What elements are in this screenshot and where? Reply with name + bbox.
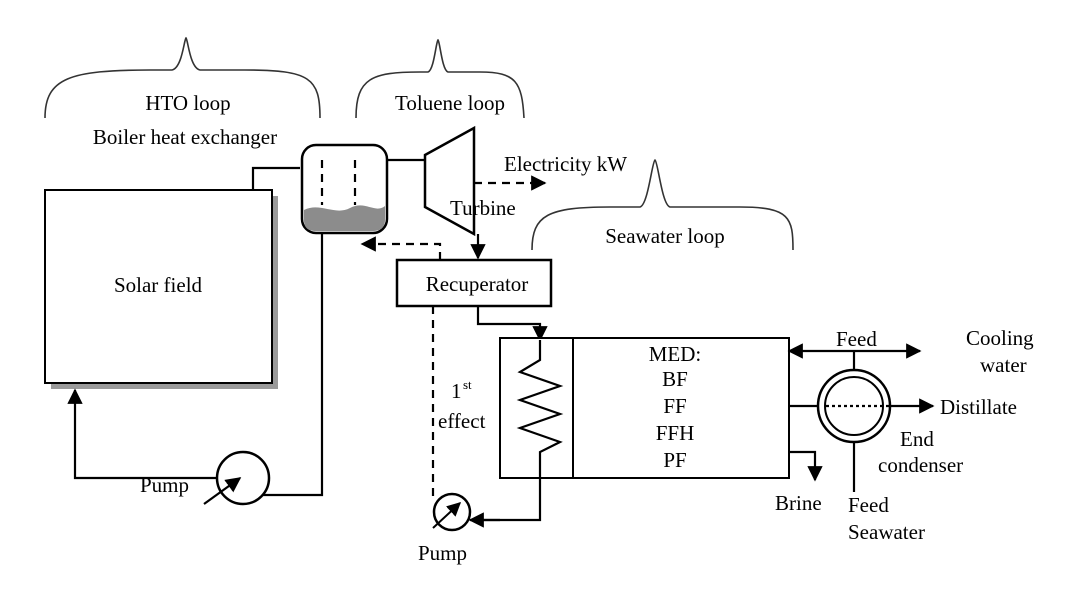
hto-loop-label: HTO loop xyxy=(145,91,230,115)
toluene-loop-label: Toluene loop xyxy=(395,91,505,115)
left-pump-label: Pump xyxy=(140,473,189,497)
first-effect-box xyxy=(499,337,574,479)
boiler-hx-liquid xyxy=(304,205,385,231)
electricity-label: Electricity kW xyxy=(504,152,627,176)
first-effect-word: effect xyxy=(438,409,486,433)
cooling-label-1: Cooling xyxy=(966,326,1034,350)
feed-top-label: Feed xyxy=(836,327,877,351)
distillate-label: Distillate xyxy=(940,395,1017,419)
feed-seawater-label-2: Seawater xyxy=(848,520,925,544)
recuperator-to-boiler-dashed xyxy=(360,236,442,260)
first-effect-number: 1 xyxy=(451,379,462,403)
solar-field-box xyxy=(44,189,273,384)
heating-coil-icon xyxy=(472,340,564,522)
bottom-pump-icon xyxy=(432,492,472,532)
feed-seawater-label-1: Feed xyxy=(848,493,889,517)
toluene-loop-brace xyxy=(355,38,525,119)
recuperator-box xyxy=(395,258,553,308)
brine-line xyxy=(789,450,823,482)
recuperator-to-effect-line xyxy=(476,306,548,342)
left-pump-arrow xyxy=(203,477,242,505)
hto-loop-brace xyxy=(44,36,321,119)
recuperator-label: Recuperator xyxy=(426,272,529,296)
turbine-icon xyxy=(423,125,476,237)
end-condenser-label-2: condenser xyxy=(878,453,963,477)
cooling-label-2: water xyxy=(980,353,1027,377)
turbine-label: Turbine xyxy=(450,196,516,220)
med-box xyxy=(572,337,790,479)
med-line-1: MED: xyxy=(649,342,702,366)
solar-field-label: Solar field xyxy=(114,273,203,297)
med-line-4: FFH xyxy=(656,421,695,445)
med-line-5: PF xyxy=(663,448,686,472)
med-line-2: BF xyxy=(662,367,688,391)
boiler-hx-label: Boiler heat exchanger xyxy=(93,125,277,149)
pump-to-solar-line xyxy=(67,388,217,480)
med-line-3: FF xyxy=(663,394,686,418)
end-condenser-label-1: End xyxy=(900,427,934,451)
seawater-loop-brace xyxy=(531,159,794,251)
bottom-pump-arrow xyxy=(432,502,462,529)
solar-to-boiler-line xyxy=(251,166,300,190)
first-effect-superscript: st xyxy=(463,377,472,392)
bottom-pump-label: Pump xyxy=(418,541,467,565)
brine-label: Brine xyxy=(775,491,822,515)
left-pump-icon xyxy=(215,450,271,506)
boiler-to-pump-line xyxy=(262,233,324,497)
seawater-loop-label: Seawater loop xyxy=(605,224,725,248)
